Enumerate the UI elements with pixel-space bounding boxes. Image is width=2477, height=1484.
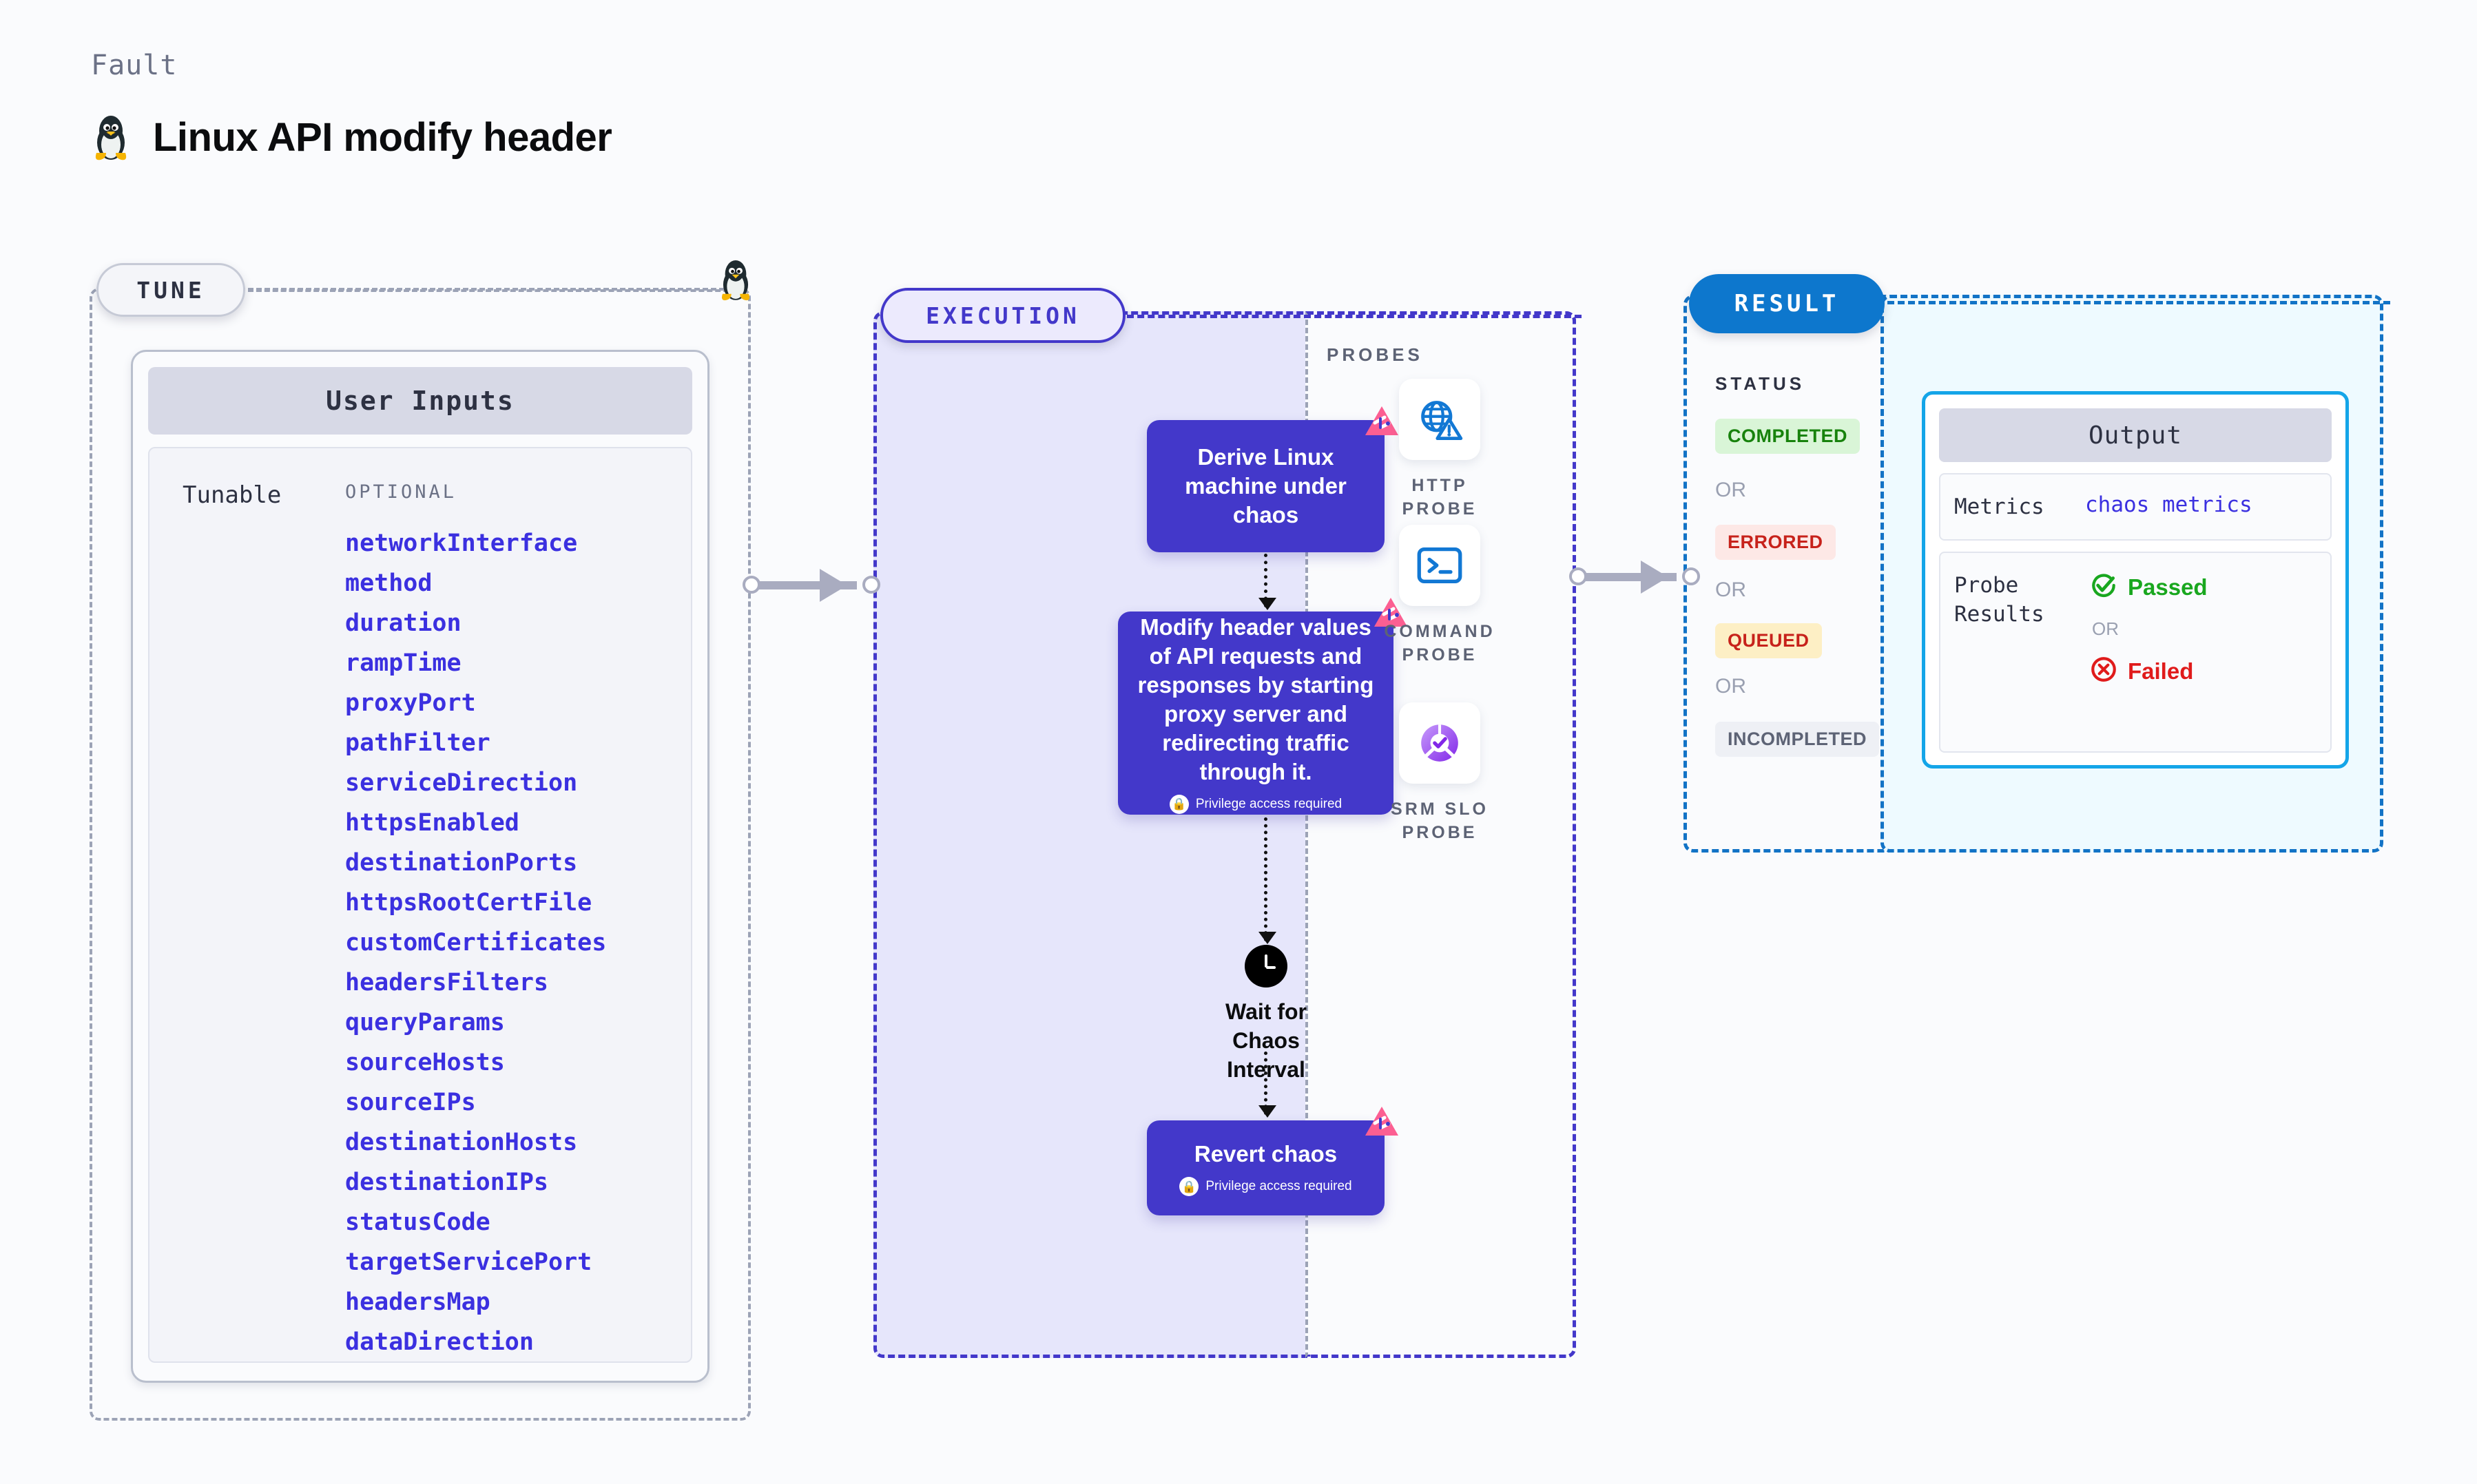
- clock-icon: [1245, 945, 1287, 987]
- param-statusCode[interactable]: statusCode: [345, 1209, 490, 1236]
- status-badge-completed: COMPLETED: [1715, 419, 1861, 454]
- param-httpsRootCertFile[interactable]: httpsRootCertFile: [345, 889, 592, 917]
- terminal-icon: [1399, 525, 1480, 606]
- param-pathFilter[interactable]: pathFilter: [345, 729, 490, 757]
- probe-command[interactable]: COMMAND PROBE: [1371, 525, 1509, 667]
- tunable-label: Tunable: [183, 481, 282, 509]
- failed-label: Failed: [2128, 658, 2194, 684]
- node-label: Derive Linux machine under chaos: [1185, 444, 1347, 527]
- metrics-value-link[interactable]: chaos metrics: [2085, 492, 2252, 517]
- param-headersMap[interactable]: headersMap: [345, 1288, 490, 1316]
- page-title: Linux API modify header: [153, 114, 612, 160]
- probe-srm-slo[interactable]: SRM SLO PROBE: [1371, 702, 1509, 844]
- passed-label: Passed: [2128, 574, 2208, 600]
- probe-label: SRM SLO PROBE: [1391, 800, 1489, 842]
- param-headersFilters[interactable]: headersFilters: [345, 969, 549, 996]
- status-or-2: OR: [1715, 578, 1746, 601]
- param-serviceDirection[interactable]: serviceDirection: [345, 769, 578, 797]
- param-networkInterface[interactable]: networkInterface: [345, 530, 578, 557]
- privilege-notice: 🔒 Privilege access required: [1179, 1177, 1352, 1196]
- litmus-badge-icon: [1364, 1105, 1400, 1138]
- status-or-1: OR: [1715, 479, 1746, 501]
- litmus-badge-icon: [1373, 596, 1409, 629]
- linux-penguin-icon: [90, 110, 132, 164]
- param-proxyPort[interactable]: proxyPort: [345, 689, 476, 717]
- status-badge-queued: QUEUED: [1715, 623, 1822, 658]
- param-method[interactable]: method: [345, 569, 433, 597]
- probe-result-or: OR: [2092, 618, 2119, 639]
- param-destinationIPs[interactable]: destinationIPs: [345, 1169, 549, 1196]
- page-title-row: Linux API modify header: [90, 110, 612, 164]
- tune-leader-line: [248, 289, 737, 292]
- execution-stage-pill[interactable]: EXECUTION: [880, 288, 1126, 343]
- param-dataDirection[interactable]: dataDirection: [345, 1328, 534, 1356]
- param-targetServicePort[interactable]: targetServicePort: [345, 1248, 592, 1276]
- tunable-parameter-list: OPTIONAL networkInterface method duratio…: [345, 473, 674, 1356]
- output-row-probe-results: Probe Results Passed OR: [1939, 552, 2332, 753]
- probe-label: COMMAND PROBE: [1384, 622, 1495, 665]
- privilege-label: Privilege access required: [1205, 1179, 1352, 1193]
- metrics-key: Metrics: [1954, 494, 2044, 519]
- probe-result-passed: Passed: [2089, 571, 2317, 603]
- execution-flow: Derive Linux machine under chaos Modify …: [873, 311, 1407, 1358]
- param-sourceIPs[interactable]: sourceIPs: [345, 1089, 476, 1116]
- lock-icon: 🔒: [1169, 794, 1189, 814]
- execution-node-derive-machine[interactable]: Derive Linux machine under chaos: [1147, 406, 1398, 552]
- flow-arrow-1: [1258, 554, 1276, 610]
- optional-label: OPTIONAL: [345, 481, 457, 503]
- eyebrow-fault-label: Fault: [91, 50, 178, 81]
- connector-execution-to-result: [1569, 561, 1700, 594]
- output-title: Output: [1939, 408, 2332, 462]
- probe-result-failed: Failed: [2089, 655, 2317, 687]
- output-row-metrics: Metrics chaos metrics: [1939, 473, 2332, 541]
- output-card: Output Metrics chaos metrics Probe Resul…: [1922, 391, 2349, 769]
- param-httpsEnabled[interactable]: httpsEnabled: [345, 809, 519, 837]
- execution-node-revert-chaos[interactable]: Revert chaos 🔒 Privilege access required: [1147, 1107, 1398, 1215]
- flow-arrow-3: [1258, 1052, 1276, 1118]
- privilege-label: Privilege access required: [1195, 796, 1343, 811]
- param-destinationPorts[interactable]: destinationPorts: [345, 849, 578, 877]
- lock-icon: 🔒: [1179, 1177, 1199, 1196]
- probe-results-values: Passed OR Failed: [2085, 571, 2317, 687]
- param-customCertificates[interactable]: customCertificates: [345, 929, 607, 957]
- param-duration[interactable]: duration: [345, 609, 462, 637]
- privilege-notice: 🔒 Privilege access required: [1169, 794, 1343, 814]
- flow-arrow-2: [1258, 817, 1276, 944]
- param-queryParams[interactable]: queryParams: [345, 1009, 505, 1036]
- connector-tune-to-execution: [743, 569, 880, 602]
- status-or-3: OR: [1715, 675, 1746, 698]
- status-title: STATUS: [1715, 373, 1805, 394]
- probes-title: PROBES: [1327, 344, 1423, 365]
- x-circle-icon: [2089, 655, 2118, 687]
- param-sourceHosts[interactable]: sourceHosts: [345, 1049, 505, 1076]
- probe-label: HTTP PROBE: [1402, 476, 1478, 519]
- user-inputs-card: User Inputs Tunable OPTIONAL networkInte…: [131, 350, 709, 1383]
- slo-donut-check-icon: [1399, 702, 1480, 784]
- execution-node-modify-header[interactable]: Modify header values of API requests and…: [1118, 598, 1407, 815]
- litmus-badge-icon: [1364, 405, 1400, 438]
- check-circle-icon: [2089, 571, 2118, 603]
- param-rampTime[interactable]: rampTime: [345, 649, 462, 677]
- param-destinationHosts[interactable]: destinationHosts: [345, 1129, 578, 1156]
- result-stage-pill[interactable]: RESULT: [1689, 274, 1885, 333]
- result-leader-line: [1887, 301, 2390, 304]
- probe-results-key: Probe Results: [1954, 573, 2044, 627]
- user-inputs-title: User Inputs: [148, 367, 692, 435]
- status-badge-incompleted: INCOMPLETED: [1715, 722, 1880, 757]
- node-label: Modify header values of API requests and…: [1137, 614, 1374, 784]
- execution-leader-line: [1127, 315, 1582, 318]
- probe-http[interactable]: HTTP PROBE: [1371, 379, 1509, 521]
- status-badge-errored: ERRORED: [1715, 525, 1836, 560]
- linux-penguin-icon-svg: [95, 116, 127, 160]
- linux-penguin-icon-small: [716, 255, 755, 304]
- globe-warning-icon: [1399, 379, 1480, 460]
- tune-stage-pill[interactable]: TUNE: [96, 263, 245, 317]
- node-label: Revert chaos: [1194, 1141, 1338, 1167]
- user-inputs-body: Tunable OPTIONAL networkInterface method…: [148, 447, 692, 1363]
